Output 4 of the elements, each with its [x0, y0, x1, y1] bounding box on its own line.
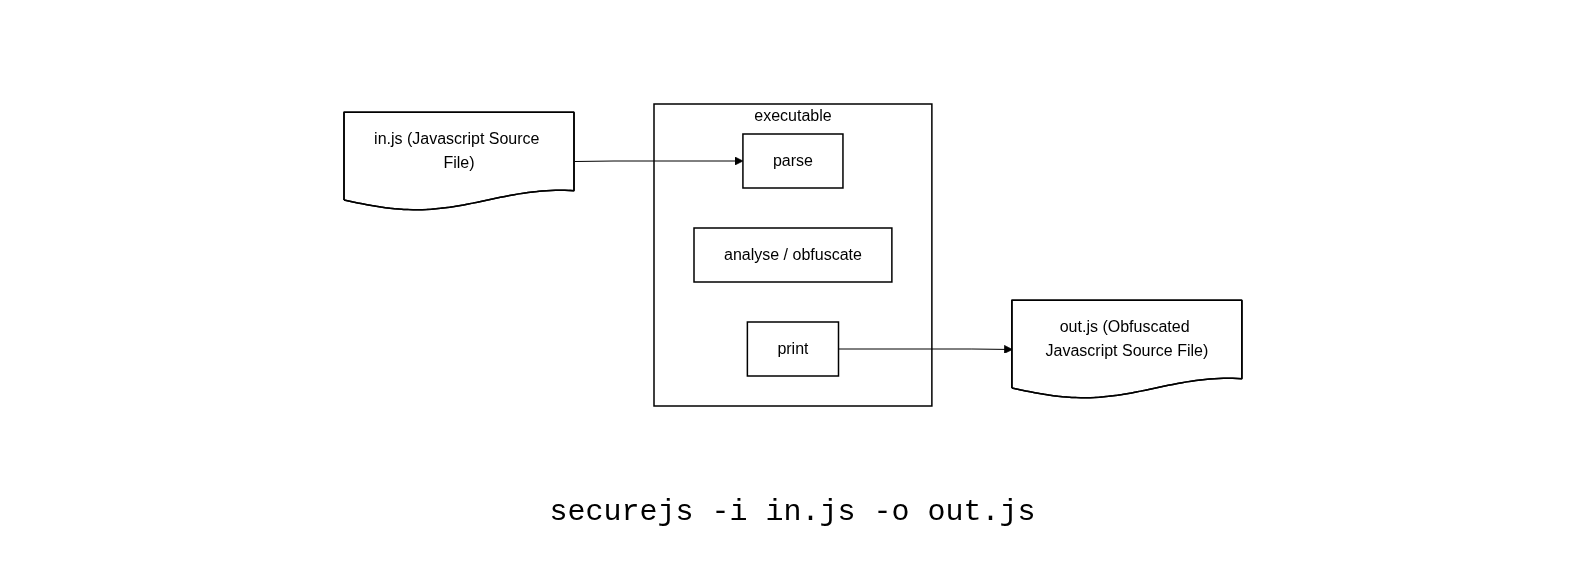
node-box: parse	[741, 132, 844, 189]
command-caption: securejs -i in.js -o out.js	[549, 494, 1036, 529]
node-box: analyse / obfuscate	[692, 226, 893, 283]
node-box: print	[746, 320, 839, 377]
